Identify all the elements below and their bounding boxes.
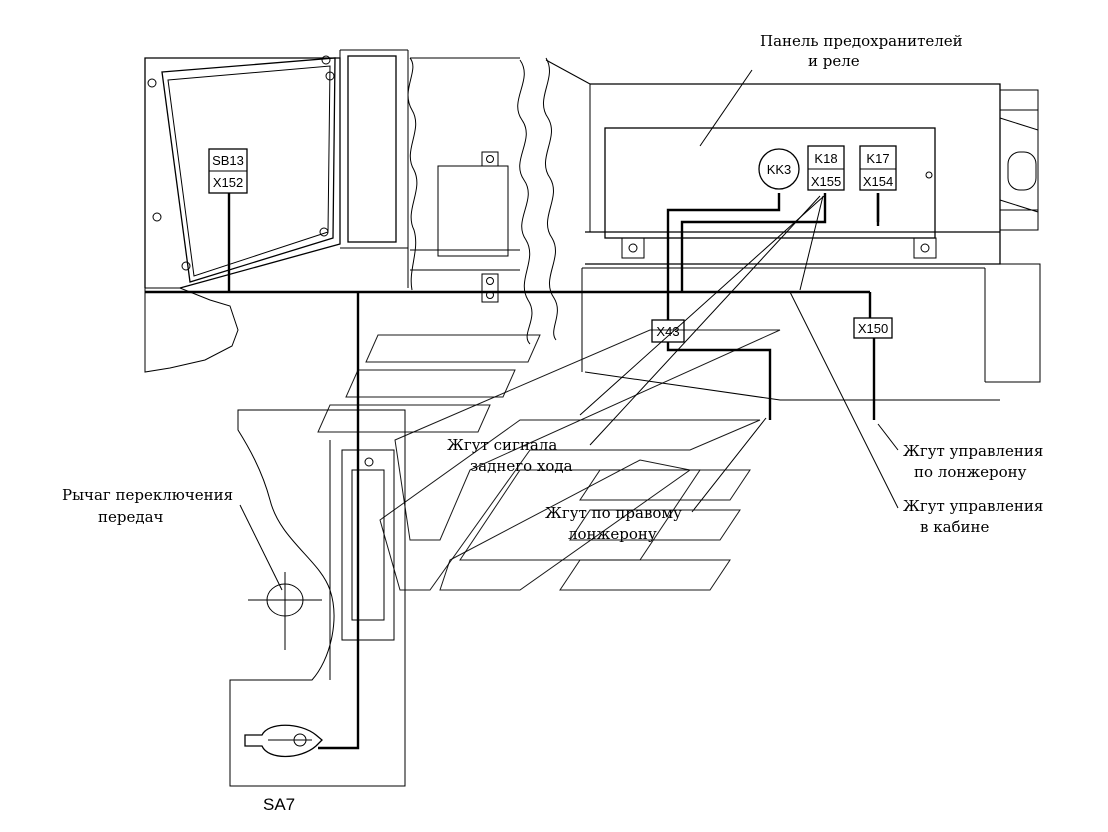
fuse-panel-label-line1: Панель предохранителей [760, 32, 963, 50]
kk3-relay: KK3 [758, 148, 800, 190]
fuse-panel-label-line2: и реле [808, 52, 860, 70]
reverse-harness-label-line2: заднего хода [470, 457, 573, 475]
k18-x155-connector: K18 X155 [807, 145, 845, 191]
x43-label: X43 [656, 324, 679, 339]
gear-lever-label-line2: передач [98, 508, 164, 526]
rail-control-harness-label-line1: Жгут управления [903, 442, 1043, 460]
fuse-relay-panel [581, 83, 1041, 401]
sb13-label: SB13 [212, 153, 244, 168]
x154-label: X154 [863, 174, 893, 189]
switch-sa7-label: SA7 [263, 795, 295, 814]
x43-connector: X43 [651, 319, 685, 343]
k17-label: K17 [866, 151, 889, 166]
cab-control-harness-label-line1: Жгут управления [903, 497, 1043, 515]
x152-label: X152 [213, 175, 243, 190]
x150-label: X150 [858, 321, 888, 336]
leader-lines [239, 69, 899, 591]
k18-label: K18 [814, 151, 837, 166]
gear-lever-label-line1: Рычаг переключения [62, 486, 233, 504]
break-lines [407, 57, 591, 345]
gear-area [229, 409, 406, 787]
right-rail-harness-label-line2: лонжерону [568, 525, 657, 543]
harness-wires [145, 193, 880, 750]
kk3-label: KK3 [767, 162, 792, 177]
switch-sa7-icon [244, 724, 323, 758]
rail-control-harness-label-line2: по лонжерону [914, 463, 1027, 481]
watermark-logo [317, 329, 781, 591]
x155-label: X155 [811, 174, 841, 189]
sb13-x152-connector: SB13 X152 [208, 148, 248, 194]
k17-x154-connector: K17 X154 [859, 145, 897, 191]
dashboard-panel [144, 49, 409, 373]
text-labels: Панель предохранителей и реле Жгут сигна… [62, 32, 1043, 814]
reverse-harness-label-line1: Жгут сигнала [447, 436, 557, 454]
x150-connector: X150 [853, 317, 893, 339]
cab-control-harness-label-line2: в кабине [920, 518, 990, 536]
right-rail-harness-label-line1: Жгут по правому [545, 504, 682, 522]
panel-screw-icons [147, 55, 335, 271]
